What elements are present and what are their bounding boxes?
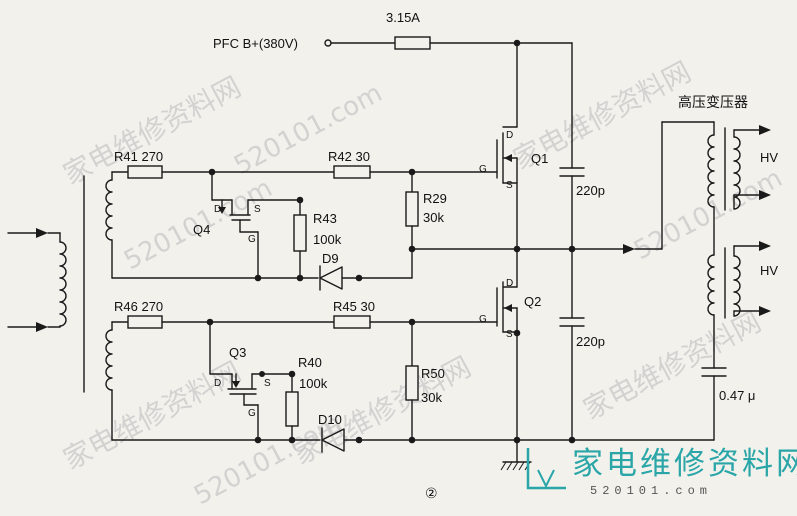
- hv-secondary-top: [733, 125, 771, 210]
- junction: [355, 274, 363, 282]
- r45-label: R45 30: [333, 299, 375, 314]
- r29-resistor: [405, 191, 419, 227]
- q1-pin-s: S: [506, 180, 513, 191]
- r41-label: R41 270: [114, 149, 163, 164]
- q3-pin-s: S: [264, 378, 271, 389]
- logo-text: 家电维修资料网: [572, 446, 797, 482]
- r40-resistor: [285, 391, 299, 427]
- q4-pin-g: G: [248, 234, 256, 245]
- r29-value: 30k: [423, 210, 444, 225]
- r42-resistor: [333, 165, 371, 179]
- ground-symbol: [500, 439, 532, 471]
- drive-secondary-upper: [105, 171, 113, 279]
- q4-pin-s: S: [254, 204, 261, 215]
- pfc-terminal: [324, 39, 332, 47]
- d9-label: D9: [322, 251, 339, 266]
- q3-mosfet: [209, 321, 293, 441]
- transformer-label: 高压变压器: [678, 94, 748, 111]
- r41-resistor: [127, 165, 163, 179]
- junction: [568, 436, 576, 444]
- logo-bracket-icon: [526, 448, 566, 490]
- junction: [355, 436, 363, 444]
- q1-label: Q1: [531, 151, 548, 166]
- q3-pin-d: D: [214, 378, 221, 389]
- r50-resistor: [405, 365, 419, 401]
- junction: [254, 274, 262, 282]
- q4-pin-d: D: [214, 204, 221, 215]
- q2-pin-d: D: [506, 278, 513, 289]
- arrow-out: [623, 244, 635, 254]
- watermark-text: 家电维修资料网: [578, 305, 767, 426]
- q1-pin-g: G: [479, 164, 487, 175]
- figure-number: ②: [425, 486, 438, 502]
- q1-pin-d: D: [506, 130, 513, 141]
- r40-label: R40: [298, 355, 322, 370]
- junction: [254, 436, 262, 444]
- junction: [296, 274, 304, 282]
- r46-label: R46 270: [114, 299, 163, 314]
- cap-bottom-label: 220p: [576, 334, 605, 349]
- r43-resistor: [293, 214, 307, 252]
- q3-pin-g: G: [248, 408, 256, 419]
- watermark-text: 家电维修资料网: [58, 355, 247, 476]
- r43-label: R43: [313, 211, 337, 226]
- fuse: [394, 36, 431, 50]
- r50-value: 30k: [421, 390, 442, 405]
- drive-transformer-primary: [7, 228, 67, 332]
- q3-label: Q3: [229, 345, 246, 360]
- pfc-label: PFC B+(380V): [213, 36, 298, 51]
- r45-resistor: [333, 315, 371, 329]
- r43-value: 100k: [313, 232, 342, 247]
- junction: [408, 436, 416, 444]
- logo-url: 520101.com: [590, 484, 712, 498]
- hv-bottom-label: HV: [760, 263, 778, 278]
- junction: [259, 371, 265, 377]
- hv-top-label: HV: [760, 150, 778, 165]
- q4-label: Q4: [193, 222, 210, 237]
- r50-label: R50: [421, 366, 445, 381]
- hv-transformer-primary-top: [707, 121, 715, 369]
- q4-mosfet: [211, 171, 301, 279]
- logo-chevron-icon: [537, 469, 555, 489]
- q2-pin-g: G: [479, 314, 487, 325]
- junction: [513, 329, 521, 337]
- site-logo: 家电维修资料网 520101.com: [526, 446, 797, 498]
- r46-resistor: [127, 315, 163, 329]
- q2-label: Q2: [524, 294, 541, 309]
- r29-label: R29: [423, 191, 447, 206]
- q2-pin-s: S: [506, 329, 513, 340]
- drive-secondary-lower: [105, 321, 113, 441]
- r40-value: 100k: [299, 376, 328, 391]
- cap-top-label: 220p: [576, 183, 605, 198]
- d9-diode: [319, 265, 343, 291]
- fuse-label: 3.15A: [386, 10, 420, 25]
- watermark-diagonal: 家电维修资料网 520101.com 家电维修资料网 520101.com 家电…: [58, 55, 787, 511]
- cap-out-label: 0.47 μ: [719, 388, 755, 403]
- d10-label: D10: [318, 412, 342, 427]
- hv-secondary-bottom: [733, 241, 771, 317]
- r42-label: R42 30: [328, 149, 370, 164]
- junction: [288, 436, 296, 444]
